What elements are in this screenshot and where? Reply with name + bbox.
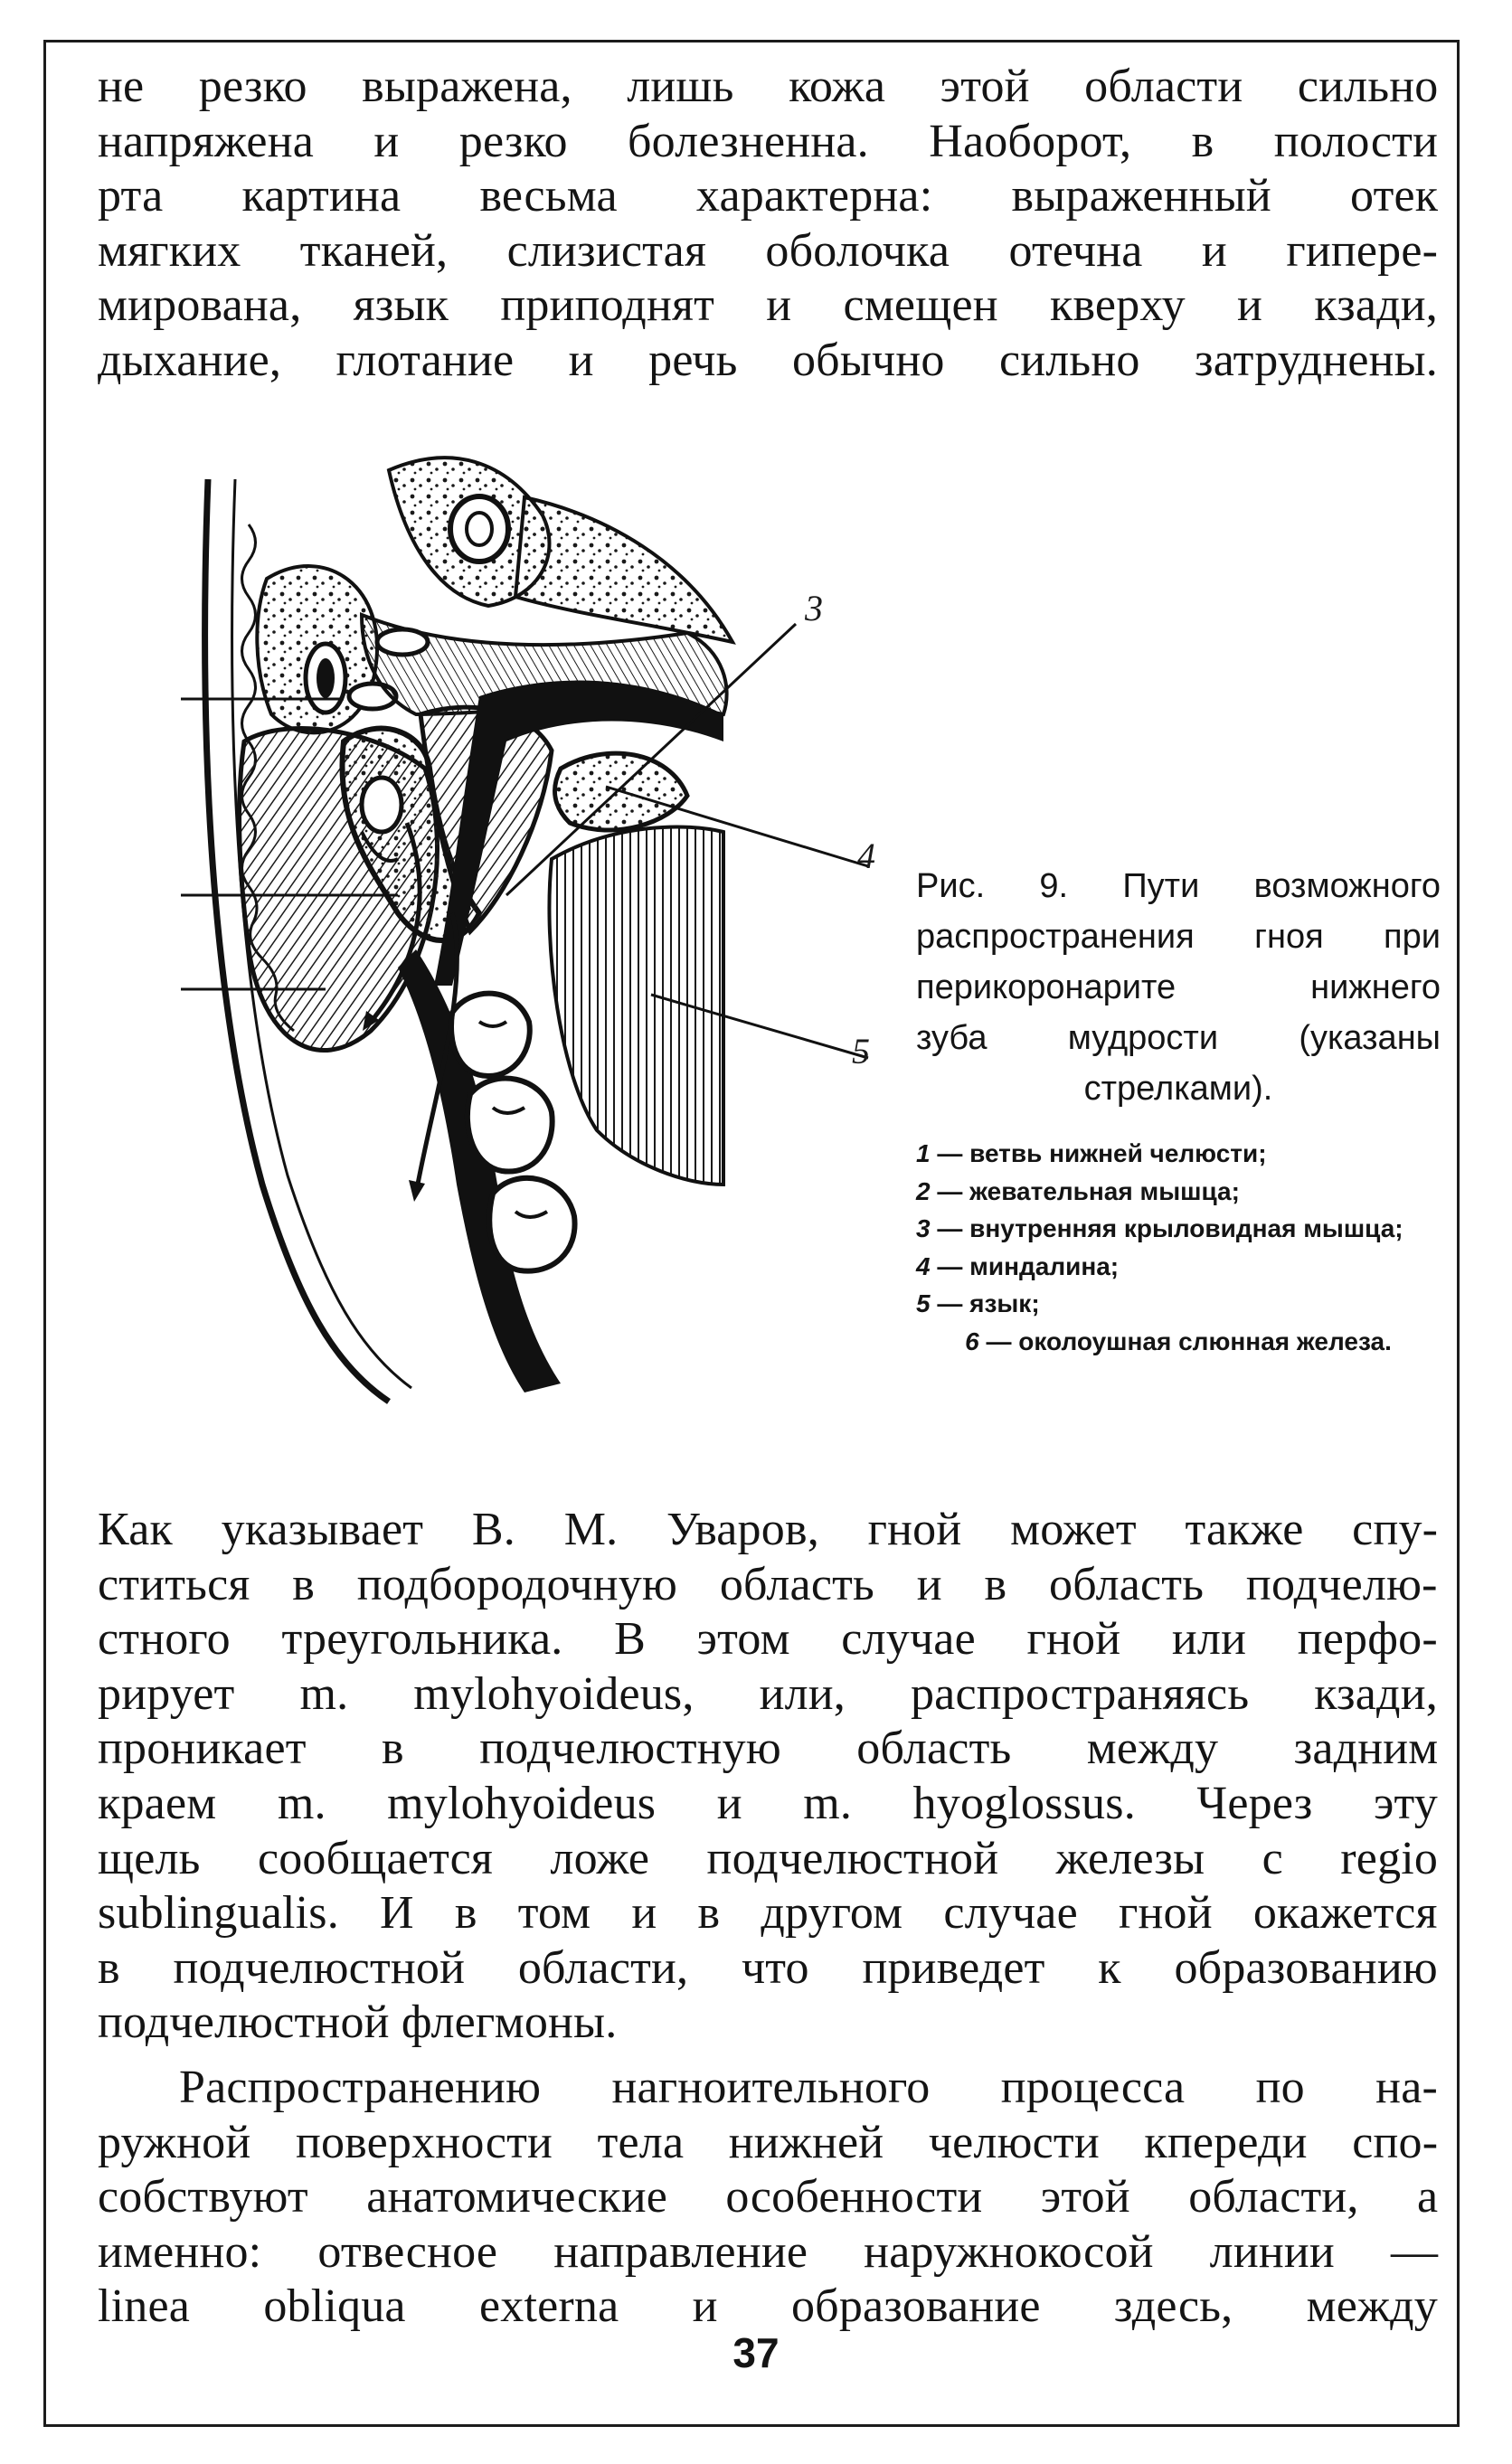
text-line last: подчелюстной флегмоны.	[98, 1997, 618, 2049]
legend-item-3: 3 — внутренняя крыловидная мышца;	[916, 1214, 1403, 1242]
caption-line: распространения гноя при	[916, 918, 1441, 956]
page-number: 37	[732, 2329, 780, 2376]
text-line: именно: отвесное направление наружнокосо…	[98, 2225, 1439, 2278]
page-border	[43, 40, 1460, 2427]
text-line: linea obliqua externa и образование здес…	[98, 2280, 1438, 2333]
figure-label-4: 4	[857, 835, 875, 876]
text-line: мирована, язык приподнят и смещен кверху…	[98, 279, 1438, 332]
text-line: щель сообщается ложе подчелюстной железы…	[98, 1832, 1439, 1884]
text-line: sublingualis. И в том и в другом случае …	[98, 1887, 1438, 1940]
legend-row: 5 — язык;	[916, 1285, 1441, 1323]
text-line: проникает в подчелюстную область между з…	[98, 1723, 1439, 1775]
text-line: собствуют анатомические особенности этой…	[98, 2171, 1439, 2223]
figure-legend: 1 — ветвь нижней челюсти; 2 — жевательна…	[916, 1135, 1441, 1360]
text-line: краем m. mylohyoideus и m. hyoglossus. Ч…	[98, 1777, 1438, 1829]
caption-line: зуба мудрости (указаны	[916, 1019, 1441, 1057]
legend-row: 3 — внутренняя крыловидная мышца;	[916, 1210, 1441, 1248]
text-line: мягких тканей, слизистая оболочка отечна…	[98, 224, 1439, 277]
figure-label-5: 5	[852, 1031, 870, 1072]
anatomical-illustration: 6 1 2 3 4 5	[181, 456, 875, 1404]
text-line: в подчелюстной области, что приведет к о…	[98, 1941, 1438, 1994]
legend-item-2: 2 — жевательная мышца;	[916, 1176, 1240, 1205]
body-paragraph-2: Как указывает В. М. Уваров, гной может т…	[98, 1503, 1438, 2051]
legend-item-5: 5 — язык;	[916, 1289, 1040, 1317]
legend-item-1: 1 — ветвь нижней челюсти;	[916, 1139, 1267, 1167]
figure-label-3: 3	[804, 588, 823, 628]
caption-line: стрелками).	[1083, 1070, 1273, 1108]
body-paragraph-3: Распространению нагноительного процесса …	[98, 2061, 1438, 2335]
legend-row: 4 — миндалина;	[916, 1248, 1441, 1286]
caption-line: Рис. 9. Пути возможного	[916, 867, 1441, 905]
top-paragraph: не резко выражена, лишь кожа этой област…	[98, 60, 1438, 389]
caption-line: перикоронарите нижнего	[916, 968, 1441, 1006]
text-line: дыхание, глотание и речь обычно сильно з…	[98, 334, 1438, 386]
text-line: стного треугольника. В этом случае гной …	[98, 1613, 1438, 1666]
legend-item-6: 6 — околоушная слюнная железа.	[965, 1326, 1392, 1355]
text-line: ружной поверхности тела нижней челюсти к…	[98, 2116, 1439, 2168]
text-line: рирует m. mylohyoideus, или, распростран…	[98, 1667, 1438, 1720]
text-line: ститься в подбородочную область и в обла…	[98, 1558, 1438, 1610]
legend-item-4: 4 — миндалина;	[916, 1251, 1120, 1280]
text-line: рта картина весьма характерна: выраженны…	[98, 170, 1439, 222]
legend-row: 6 — околоушная слюнная железа.	[916, 1323, 1441, 1361]
text-line: напряжена и резко болезненна. Наоборот, …	[98, 115, 1439, 167]
text-line: Распространению нагноительного процесса …	[179, 2062, 1438, 2113]
legend-row: 1 — ветвь нижней челюсти;	[916, 1135, 1441, 1173]
text-line: Как указывает В. М. Уваров, гной может т…	[98, 1504, 1439, 1555]
text-line: не резко выражена, лишь кожа этой област…	[98, 61, 1439, 112]
legend-row: 2 — жевательная мышца;	[916, 1173, 1441, 1211]
figure-caption: Рис. 9. Пути возможного распространения …	[916, 861, 1441, 1114]
